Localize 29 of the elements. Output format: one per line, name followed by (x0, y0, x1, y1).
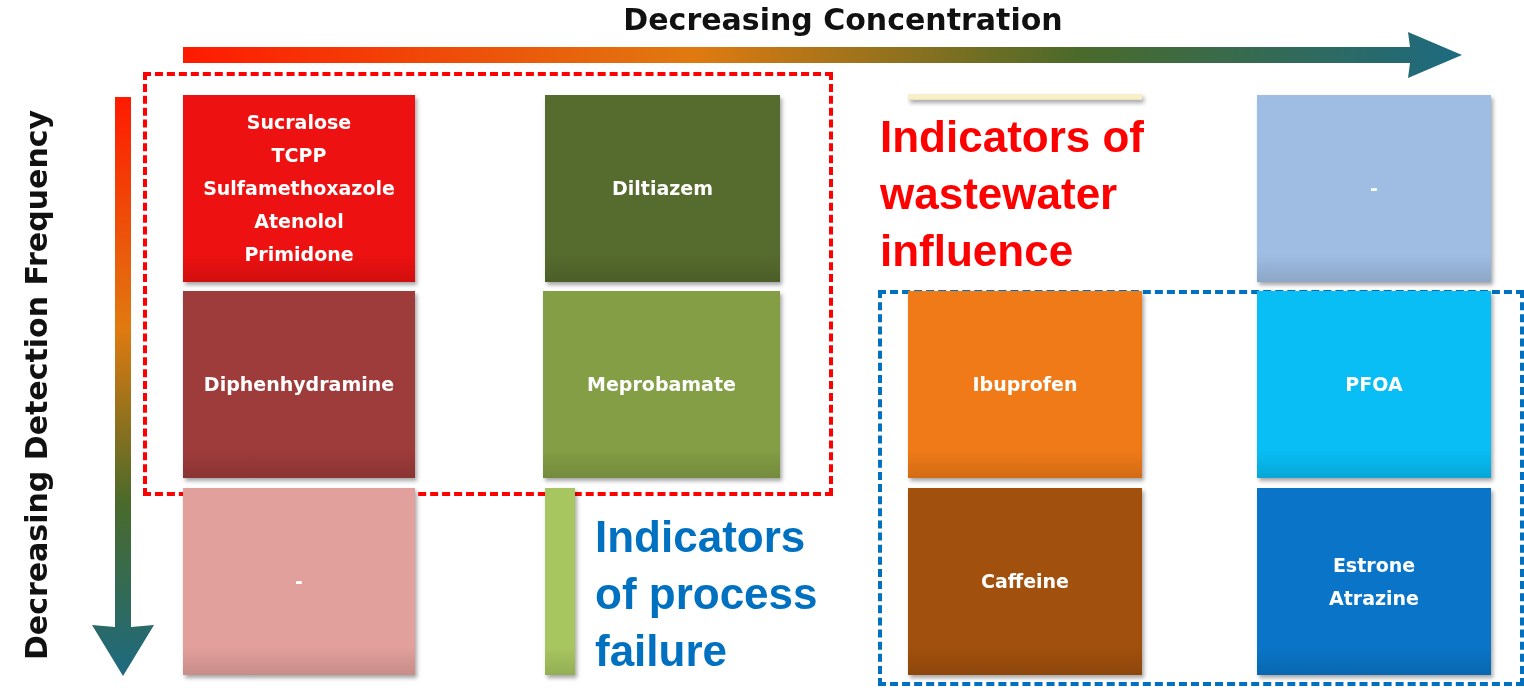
color-tile (1257, 488, 1491, 675)
color-tile (1257, 291, 1491, 478)
compound-name: Estrone (1332, 552, 1416, 578)
compound-name: Primidone (244, 242, 354, 267)
color-tile (908, 291, 1142, 478)
color-tile (908, 94, 1142, 100)
color-tile (183, 291, 415, 478)
compound-name: PFOA (1345, 372, 1403, 397)
compound-name: Sucralose (246, 110, 352, 135)
compound-name: Diphenhydramine (203, 372, 395, 397)
color-tile (543, 291, 780, 478)
compound-name: - (295, 569, 303, 594)
color-tile (183, 95, 415, 282)
axis-label: Decreasing Detection Frequency (18, 109, 54, 661)
color-tile (1257, 95, 1491, 282)
compound-name: Caffeine (981, 569, 1069, 594)
color-tile (545, 488, 575, 675)
color-tile (183, 488, 415, 675)
compound-name: - (1370, 176, 1378, 201)
compound-name: Diltiazem (612, 176, 713, 201)
compound-name: Atenolol (254, 209, 344, 234)
compound-name: Ibuprofen (972, 372, 1078, 397)
color-tile (545, 95, 780, 282)
compound-name: Atrazine (1329, 585, 1419, 611)
axis-label: Decreasing Concentration (623, 2, 1063, 37)
compound-name: TCPP (271, 143, 327, 168)
compound-name: Meprobamate (587, 372, 736, 397)
compound-name: Sulfamethoxazole (203, 176, 395, 201)
color-tile (908, 488, 1142, 675)
